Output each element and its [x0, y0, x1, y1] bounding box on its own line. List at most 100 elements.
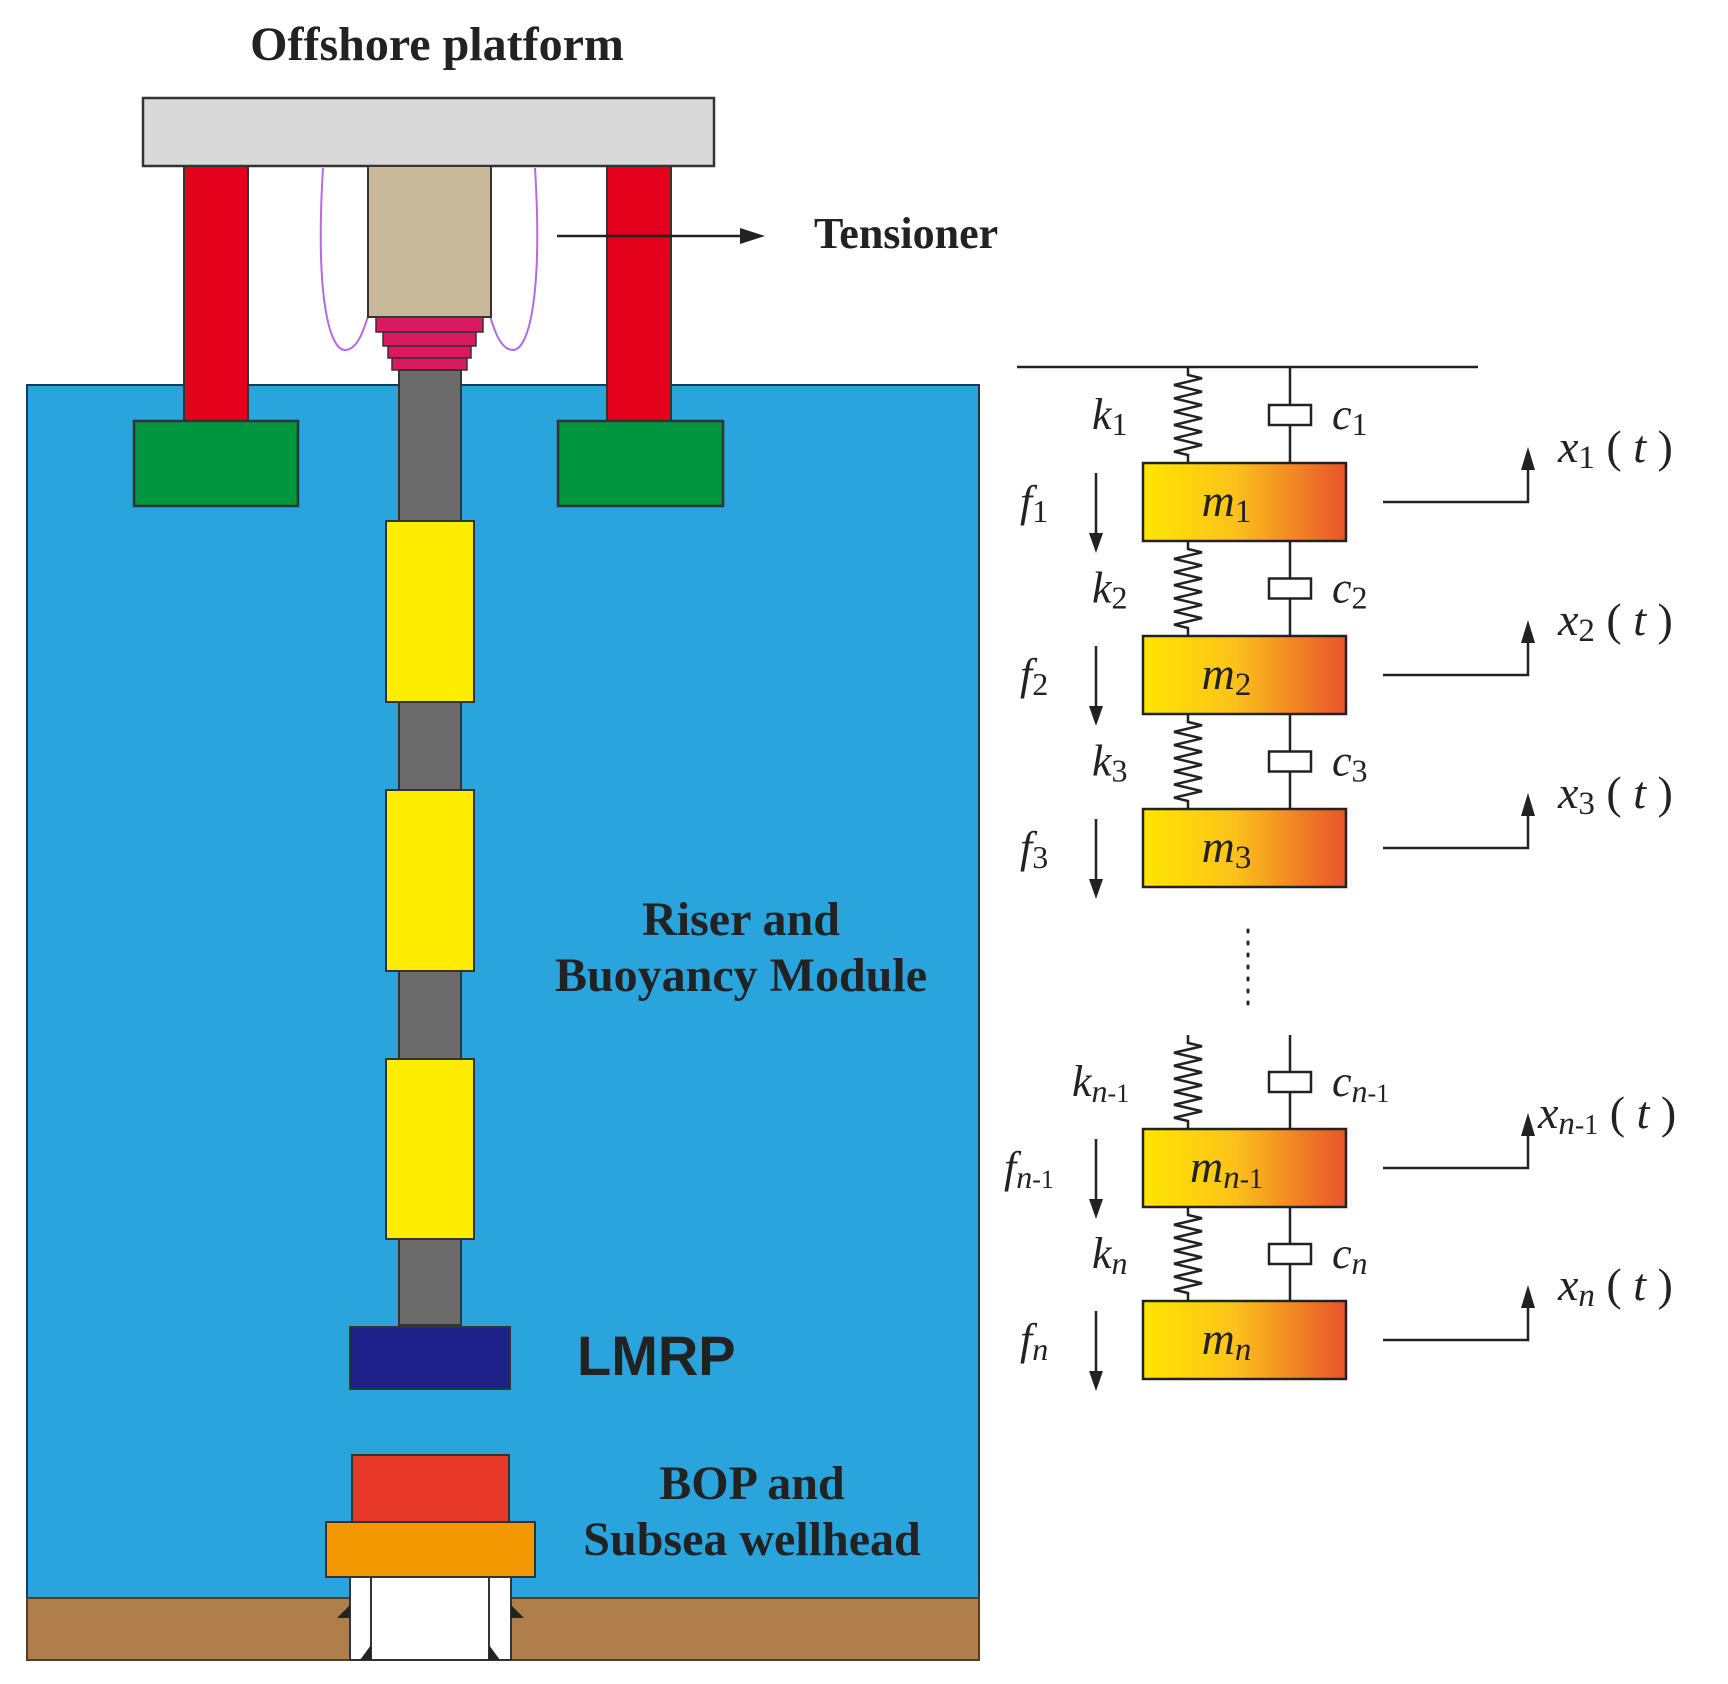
displacement-label-2: x2 ( t ) — [1557, 594, 1673, 649]
stiffness-label-4-subscript2: -1 — [1108, 1079, 1130, 1108]
stiffness-label-2: k2 — [1092, 564, 1128, 616]
force-label-4: fn-1 — [1004, 1143, 1054, 1195]
buoyancy-module — [385, 520, 475, 703]
lmrp-label: LMRP — [577, 1324, 736, 1387]
stiffness-label-4: kn-1 — [1072, 1057, 1129, 1109]
time-symbol: t — [1637, 1087, 1651, 1138]
stiffness-label-3-subscript: 3 — [1112, 753, 1128, 789]
mass-label-4-subscript: n — [1223, 1160, 1240, 1196]
mass-label-1-symbol: m — [1202, 475, 1235, 526]
spring-4 — [1173, 1035, 1203, 1129]
mass-label-3-subscript: 3 — [1235, 840, 1252, 876]
damper-4-cylinder — [1267, 1070, 1313, 1094]
damping-label-4-subscript: n — [1352, 1073, 1368, 1109]
stiffness-label-3: k3 — [1092, 737, 1128, 789]
force-label-5: fn — [1020, 1315, 1048, 1367]
sea-water — [26, 384, 980, 1599]
damping-label-2-subscript: 2 — [1352, 580, 1368, 616]
time-symbol: t — [1633, 767, 1647, 818]
damping-label-5-subscript: n — [1352, 1245, 1368, 1281]
platform-leg-left — [183, 165, 249, 423]
displacement-arrowhead-3 — [1521, 793, 1535, 816]
time-symbol: t — [1633, 421, 1647, 472]
displacement-label-4-subscript2: -1 — [1575, 1110, 1598, 1141]
stiffness-label-5: kn — [1092, 1229, 1128, 1281]
force-arrow-head-5 — [1089, 1371, 1103, 1391]
stiffness-label-2-symbol: k — [1092, 564, 1113, 613]
lmrp-block — [349, 1326, 511, 1390]
damping-label-3-symbol: c — [1332, 737, 1352, 786]
displacement-indicator-3 — [1383, 810, 1530, 850]
stiffness-label-4-symbol: k — [1072, 1057, 1093, 1106]
tensioner-ring — [382, 331, 477, 347]
displacement-label-3-symbol: x — [1557, 767, 1579, 818]
mass-label-3-symbol: m — [1202, 821, 1235, 872]
displacement-label-5-symbol: x — [1557, 1259, 1579, 1310]
mass-4 — [1141, 1127, 1348, 1209]
buoyancy-module — [385, 1058, 475, 1240]
tensioner-body — [367, 165, 492, 318]
offshore-platform-label: Offshore platform — [250, 18, 624, 71]
spring-5 — [1173, 1207, 1203, 1301]
paren-close: ) — [1646, 1259, 1673, 1310]
damping-label-2-symbol: c — [1332, 564, 1352, 613]
damping-label-4: cn-1 — [1332, 1057, 1389, 1109]
displacement-label-1: x1 ( t ) — [1557, 421, 1673, 476]
displacement-label-4-subscript: n — [1558, 1106, 1575, 1142]
mass-2 — [1141, 634, 1348, 716]
mass-3 — [1141, 807, 1348, 889]
damping-label-3: c3 — [1332, 737, 1368, 789]
casing-wedge — [337, 1605, 350, 1618]
damping-label-5: cn — [1332, 1229, 1368, 1281]
stiffness-label-1-symbol: k — [1092, 390, 1113, 439]
spring-2 — [1173, 541, 1203, 636]
paren-open: ( — [1595, 421, 1633, 472]
wellhead-block — [325, 1521, 536, 1578]
mass-label-2-subscript: 2 — [1235, 667, 1252, 703]
tensioner-label: Tensioner — [814, 209, 998, 258]
damper-2-cylinder — [1267, 577, 1313, 600]
mass-label-5: mn — [1202, 1313, 1252, 1368]
bop-label-line2: Subsea wellhead — [583, 1513, 921, 1566]
buoyancy-module — [385, 789, 475, 972]
force-label-5-subscript: n — [1032, 1331, 1048, 1367]
casing-wedge — [489, 1645, 500, 1660]
paren-close: ) — [1646, 421, 1673, 472]
stiffness-label-4-subscript: n — [1092, 1073, 1108, 1109]
tensioner-ring — [375, 316, 484, 333]
displacement-indicator-2 — [1383, 637, 1530, 677]
displacement-arrowhead-4 — [1521, 1113, 1535, 1136]
damping-label-2: c2 — [1332, 564, 1368, 616]
damping-label-4-subscript2: -1 — [1368, 1079, 1390, 1108]
displacement-arrowhead-5 — [1521, 1285, 1535, 1308]
displacement-arrowhead-1 — [1521, 447, 1535, 470]
casing-wedge — [360, 1645, 371, 1660]
stiffness-label-1-subscript: 1 — [1112, 406, 1128, 442]
mass-label-4: mn-1 — [1190, 1141, 1263, 1196]
bop-block — [351, 1454, 510, 1523]
mass-label-2-symbol: m — [1202, 648, 1235, 699]
paren-open: ( — [1595, 594, 1633, 645]
mass-label-5-subscript: n — [1235, 1332, 1252, 1368]
damper-5-cylinder — [1267, 1242, 1313, 1266]
displacement-label-3: x3 ( t ) — [1557, 767, 1673, 822]
damping-label-4-symbol: c — [1332, 1057, 1352, 1106]
displacement-label-5-subscript: n — [1578, 1278, 1595, 1314]
force-arrow-head-2 — [1089, 706, 1103, 726]
displacement-label-1-subscript: 1 — [1578, 440, 1595, 476]
displacement-arrowhead-2 — [1521, 620, 1535, 643]
force-label-2: f2 — [1020, 650, 1048, 702]
force-label-2-subscript: 2 — [1032, 666, 1048, 702]
tensioner-ring — [391, 357, 468, 371]
force-arrow-head-3 — [1089, 879, 1103, 899]
displacement-indicator-1 — [1383, 464, 1530, 504]
tensioner-cable-right — [489, 167, 539, 352]
force-label-3-subscript: 3 — [1032, 839, 1048, 875]
stiffness-label-5-subscript: n — [1112, 1245, 1128, 1281]
riser-label-line2: Buoyancy Module — [555, 949, 927, 1002]
mass-5 — [1141, 1299, 1348, 1381]
damping-label-1-subscript: 1 — [1352, 406, 1368, 442]
casing-wedge — [511, 1605, 524, 1618]
